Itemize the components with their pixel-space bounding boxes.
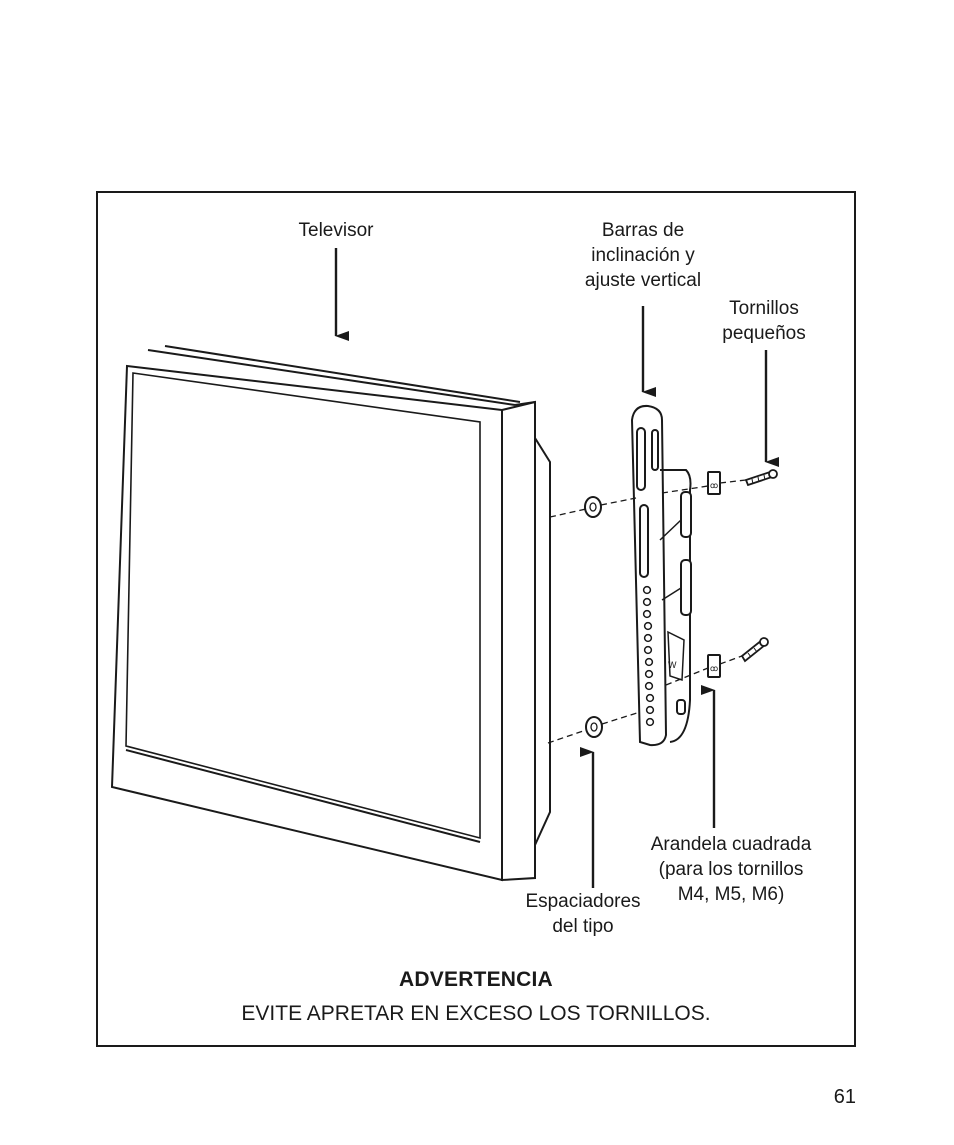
label-small-screws: Tornillos pequeños: [722, 298, 806, 344]
diagram-frame: [96, 191, 856, 1047]
pointer-arrows: [334, 248, 779, 888]
warning-title: ADVERTENCIA: [399, 968, 553, 991]
svg-text:ꝏ: ꝏ: [710, 664, 718, 673]
tilt-bracket-illustration: W: [630, 404, 692, 747]
screw-illustrations: [740, 469, 778, 663]
television-illustration: [110, 345, 551, 882]
label-spacers: Espaciadores del tipo: [525, 891, 641, 937]
label-square-washer: Arandela cuadrada (para los tornillos M4…: [650, 834, 812, 905]
warning-text: EVITE APRETAR EN EXCESO LOS TORNILLOS.: [241, 1002, 711, 1025]
square-washer-illustrations: ꝏ ꝏ: [707, 471, 721, 678]
page-number: 61: [833, 1086, 856, 1108]
label-tilt-bars: Barras de inclinación y ajuste vertical: [584, 220, 702, 291]
spacer-illustrations: [584, 496, 603, 738]
svg-text:W: W: [668, 660, 677, 670]
svg-text:ꝏ: ꝏ: [710, 481, 718, 490]
alignment-lines: [547, 479, 747, 744]
label-televisor: Televisor: [298, 220, 374, 241]
